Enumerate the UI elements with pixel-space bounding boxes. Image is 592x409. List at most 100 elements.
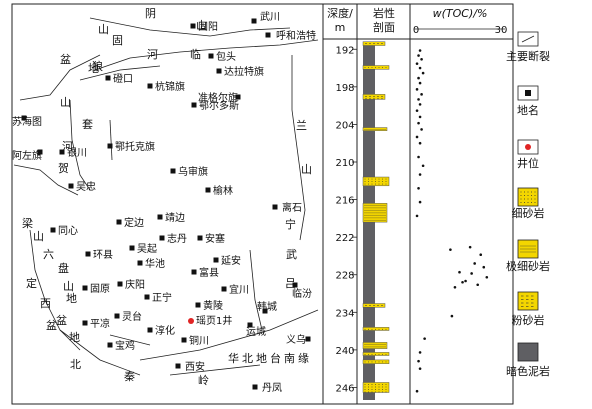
toc-point: [453, 285, 457, 289]
depth-label-204: 204: [335, 120, 354, 131]
place-marker: [137, 260, 143, 266]
bed-fine_sand: [362, 382, 390, 393]
place-label-baotou: 包头: [216, 50, 236, 63]
fault-line: [94, 39, 319, 71]
region-char: 西: [40, 297, 51, 310]
place-label-huachi: 华池: [145, 257, 165, 270]
toc-point: [458, 270, 461, 274]
place-xian: 西安: [175, 360, 205, 373]
region-char: 贺: [58, 162, 69, 175]
place-label-yiwu: 义乌: [286, 333, 306, 346]
place-label-fuxian: 富县: [199, 266, 219, 279]
place-lishi: 离石: [272, 201, 302, 214]
fault-line: [79, 65, 161, 81]
place-hohhot: 呼和浩特: [265, 30, 316, 42]
region-char: 山: [60, 96, 71, 109]
region-char: 盆: [56, 313, 67, 327]
toc-point: [450, 314, 454, 318]
toc-point: [470, 272, 473, 275]
toc-point: [417, 54, 420, 57]
toc-point: [417, 121, 420, 125]
place-label-jingbian: 靖边: [165, 211, 185, 224]
legend-item-place: 地名: [517, 85, 539, 117]
toc-point: [423, 337, 426, 340]
place-label-huanxian: 环县: [93, 249, 113, 261]
place-label-huangling: 黄陵: [203, 299, 223, 312]
place-label-hangjin: 杭锦旗: [155, 80, 185, 93]
legend-label-very_fine_sand: 极细砂岩: [506, 259, 550, 273]
place-marker: [68, 183, 74, 189]
toc-point: [473, 262, 476, 265]
region-char: 盘: [58, 261, 69, 275]
place-marker: [170, 168, 176, 174]
toc-point: [418, 173, 422, 176]
toc-point: [415, 62, 419, 65]
region-char: 梁: [22, 216, 33, 230]
toc-point: [415, 135, 419, 139]
place-label-hohhot: 呼和浩特: [276, 30, 316, 42]
place-marker: [235, 94, 241, 100]
place-marker: [262, 308, 268, 314]
place-marker: [107, 143, 113, 149]
fault-line: [139, 309, 319, 361]
region-char: 盆: [46, 318, 57, 332]
place-marker: [251, 18, 257, 24]
place-marker: [114, 313, 120, 319]
lith-header-2: 剖面: [373, 20, 395, 34]
depth-label-210: 210: [335, 158, 354, 169]
depth-label-198: 198: [335, 83, 354, 94]
place-label-pingliang: 平凉: [90, 317, 110, 330]
place-yuncheng: 运城: [246, 322, 266, 338]
place-baotou: 包头: [208, 50, 236, 63]
region-char: 兰: [296, 119, 307, 132]
place-marker: [205, 187, 211, 193]
place-zhengning: 正宁: [144, 291, 172, 304]
fault-line: [169, 364, 261, 376]
place-label-tongchuan: 铜川: [189, 335, 209, 347]
place-marker: [247, 322, 253, 328]
place-suhaitu: 苏海图: [12, 115, 42, 128]
place-marker: [159, 235, 165, 241]
region-char: 山: [98, 23, 109, 36]
place-yulin: 榆林: [205, 184, 233, 197]
well-label: 瑶页1井: [196, 314, 232, 327]
bed-siltstone: [362, 94, 386, 100]
place-qingyang: 庆阳: [117, 278, 145, 291]
depth-label-192: 192: [335, 45, 354, 56]
toc-tick-30: 30: [495, 25, 508, 36]
toc-point: [485, 275, 489, 279]
region-char: 套: [82, 118, 93, 131]
place-etuoke: 鄂托克旗: [107, 140, 155, 153]
place-huanxian: 环县: [85, 249, 113, 261]
place-guyuan: 固原: [82, 283, 110, 295]
depth-label-228: 228: [335, 271, 354, 282]
toc-point: [420, 57, 423, 61]
place-label-baoji: 宝鸡: [115, 339, 135, 352]
bed-fine_sand: [362, 65, 390, 70]
place-label-yinchuan: 银川: [67, 146, 87, 159]
column-frame: [322, 3, 514, 405]
bed-fine_sand: [362, 352, 390, 356]
place-tongxin: 同心: [50, 225, 78, 237]
region-char: 山: [196, 19, 207, 32]
place-label-danfeng: 丹凤: [262, 382, 282, 394]
place-zhidan: 志丹: [159, 232, 187, 245]
legend-item-dark_mud: 暗色泥岩: [506, 342, 550, 378]
toc-point: [417, 359, 420, 363]
region-char: 盆: [60, 52, 71, 66]
place-marker: [216, 68, 222, 74]
place-lingtai: 灵台: [114, 310, 142, 323]
place-marker: [208, 53, 214, 59]
place-marker: [82, 285, 88, 291]
legend-item-siltstone: 粉砂岩: [512, 291, 545, 327]
toc-point: [415, 88, 419, 91]
toc-point: [420, 128, 423, 131]
region-char: 固: [112, 34, 123, 47]
toc-point: [418, 115, 422, 119]
place-marker: [252, 384, 258, 390]
legend-label-siltstone: 粉砂岩: [512, 313, 545, 327]
bed-very_fine_sand: [362, 342, 388, 349]
region-char: 秦: [124, 369, 135, 383]
